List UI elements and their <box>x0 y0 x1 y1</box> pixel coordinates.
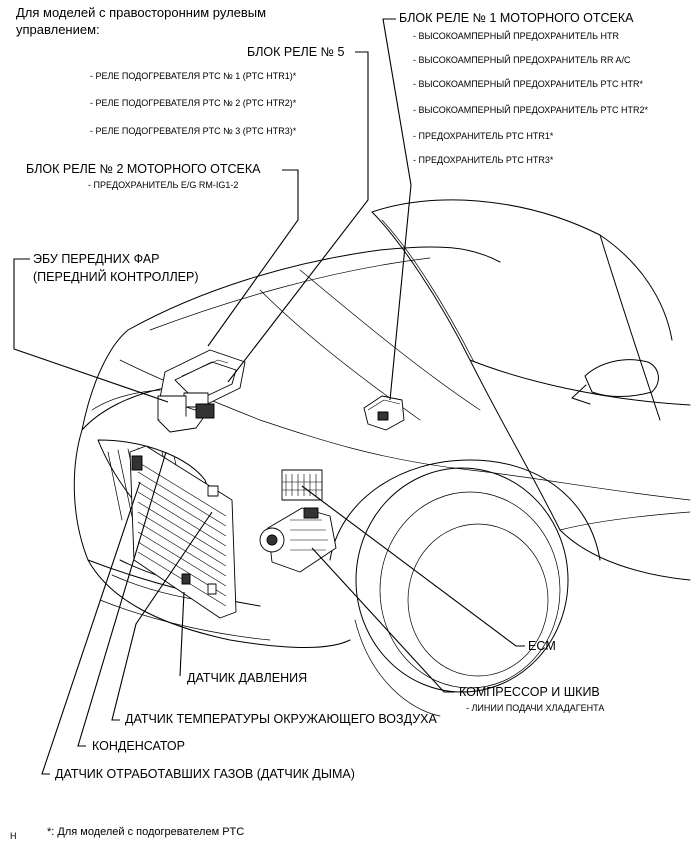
leader-lines <box>13 18 525 775</box>
relay-block-1-item: - ВЫСОКОАМПЕРНЫЙ ПРЕДОХРАНИТЕЛЬ HTR <box>413 31 619 41</box>
relay-block-1-item: - ПРЕДОХРАНИТЕЛЬ PTC HTR3* <box>413 155 554 165</box>
relay-block-2-item: - ПРЕДОХРАНИТЕЛЬ E/G RM-IG1-2 <box>88 180 239 190</box>
relay-block-5-item: - РЕЛЕ ПОДОГРЕВАТЕЛЯ PTC № 2 (PTC HTR2)* <box>90 98 297 108</box>
ambient-temp-sensor-label: ДАТЧИК ТЕМПЕРАТУРЫ ОКРУЖАЮЩЕГО ВОЗДУХА <box>125 712 437 726</box>
relay-block-1-item: - ВЫСОКОАМПЕРНЫЙ ПРЕДОХРАНИТЕЛЬ PTC HTR2… <box>413 105 648 115</box>
pressure-sensor-label: ДАТЧИК ДАВЛЕНИЯ <box>187 671 308 685</box>
headlamp-ecu-label-line-2: (ПЕРЕДНИЙ КОНТРОЛЛЕР) <box>33 270 199 284</box>
relay-block-5-item: - РЕЛЕ ПОДОГРЕВАТЕЛЯ PTC № 3 (PTC HTR3)* <box>90 126 297 136</box>
compressor-label: КОМПРЕССОР И ШКИВ <box>459 685 600 699</box>
ecm-part <box>281 469 323 501</box>
header-text: Для моделей с правосторонним рулевым упр… <box>16 4 336 38</box>
header-line-1: Для моделей с правосторонним рулевым <box>16 5 267 20</box>
refrigerant-lines-label: - ЛИНИИ ПОДАЧИ ХЛАДАГЕНТА <box>466 703 605 713</box>
exhaust-sensor-label: ДАТЧИК ОТРАБОТАВШИХ ГАЗОВ (ДАТЧИК ДЫМА) <box>55 767 355 781</box>
relay-block-5-title: БЛОК РЕЛЕ № 5 <box>247 45 345 59</box>
relay-block-2-title: БЛОК РЕЛЕ № 2 МОТОРНОГО ОТСЕКА <box>26 162 261 176</box>
relay-block-1-part <box>363 395 405 431</box>
ecm-label: ECM <box>528 639 556 653</box>
relay-block-5-item: - РЕЛЕ ПОДОГРЕВАТЕЛЯ PTC № 1 (PTC HTR1)* <box>90 71 297 81</box>
relay-block-1-item: - ВЫСОКОАМПЕРНЫЙ ПРЕДОХРАНИТЕЛЬ PTC HTR* <box>413 79 643 89</box>
footnote: *: Для моделей с подогревателем PTC <box>47 826 245 838</box>
relay-block-1-item: - ВЫСОКОАМПЕРНЫЙ ПРЕДОХРАНИТЕЛЬ RR A/C <box>413 55 631 65</box>
condenser-label: КОНДЕНСАТОР <box>92 739 185 753</box>
header-line-2: управлением: <box>16 22 100 37</box>
relay-block-1-title: БЛОК РЕЛЕ № 1 МОТОРНОГО ОТСЕКА <box>399 11 634 25</box>
condenser-part <box>129 445 237 619</box>
headlamp-ecu-label-line-1: ЭБУ ПЕРЕДНИХ ФАР <box>33 252 160 266</box>
relay-block-1-item: - ПРЕДОХРАНИТЕЛЬ PTC HTR1* <box>413 131 554 141</box>
relay-block-5-part <box>157 349 246 433</box>
figure-mark: H <box>10 831 17 841</box>
